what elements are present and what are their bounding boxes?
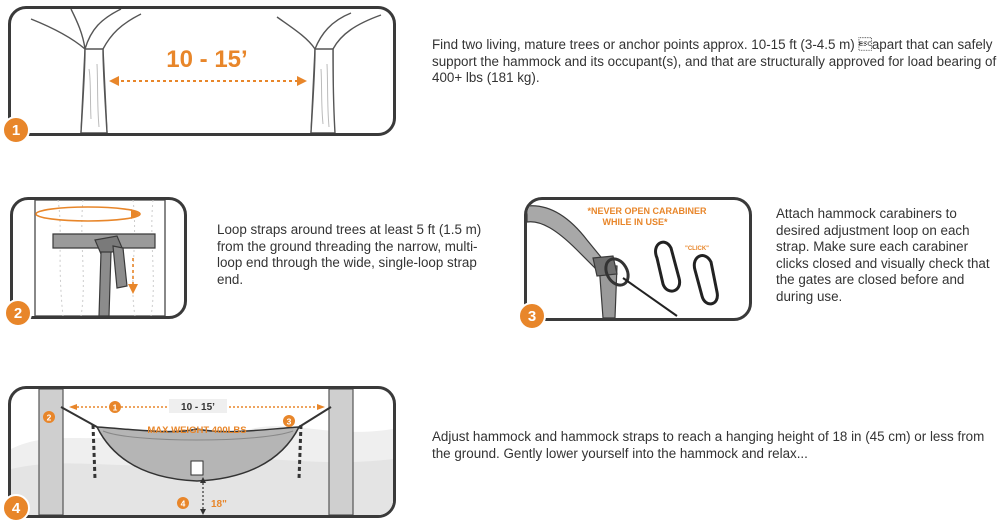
- svg-text:4: 4: [181, 499, 186, 509]
- step-4-badge: 4: [2, 494, 30, 522]
- step-4-illustration: 10 - 15’ MAX WEIGHT 400LBS 18" 1 2 3 4: [8, 386, 396, 518]
- height-label: 18": [211, 499, 227, 510]
- tree-distance-drawing: 10 - 15’: [30, 9, 382, 133]
- attached-carabiner-icon: [604, 257, 678, 317]
- step-3-badge: 3: [518, 302, 546, 330]
- step-1-description: Find two living, mature trees or anchor …: [432, 37, 997, 85]
- step-3-illustration: *NEVER OPEN CARABINER WHILE IN USE* "CLI…: [524, 197, 752, 321]
- strap-lines-icon: [60, 406, 332, 480]
- step-1-illustration: 10 - 15’: [8, 6, 396, 136]
- marker-3: 3: [283, 415, 295, 427]
- strap-loop-drawing: [34, 200, 166, 316]
- carabiner-closed-icon: [654, 240, 682, 293]
- carabiner-drawing: *NEVER OPEN CARABINER WHILE IN USE* "CLI…: [527, 205, 719, 318]
- distance-label: 10 - 15’: [181, 402, 215, 413]
- left-tree-icon: [38, 389, 64, 515]
- right-tree-icon: [328, 389, 354, 515]
- distance-arrow-icon: [109, 76, 307, 86]
- svg-text:1: 1: [113, 403, 118, 413]
- down-arrow-icon: [128, 258, 138, 294]
- click-label: "CLICK": [685, 246, 709, 252]
- marker-2: 2: [43, 411, 55, 423]
- distance-label: 10 - 15’: [166, 46, 247, 73]
- step-4-description: Adjust hammock and hammock straps to rea…: [432, 429, 985, 461]
- step-1-badge: 1: [2, 116, 30, 144]
- step-2-illustration: [10, 197, 187, 319]
- step-2-description: Loop straps around trees at least 5 ft (…: [217, 222, 482, 287]
- max-weight-label: MAX WEIGHT 400LBS: [147, 425, 246, 436]
- hammock-setup-drawing: 10 - 15’ MAX WEIGHT 400LBS 18" 1 2 3 4: [11, 389, 393, 515]
- height-arrow-icon: [200, 477, 206, 515]
- hammock-icon: [95, 426, 301, 482]
- strap-icon: [52, 233, 156, 316]
- marker-1: 1: [109, 401, 121, 413]
- svg-text:3: 3: [287, 417, 292, 427]
- carabiner-click-icon: [692, 254, 719, 306]
- warning-line-2: WHILE IN USE*: [602, 217, 668, 227]
- marker-4: 4: [177, 497, 189, 509]
- left-tree-icon: [30, 9, 142, 133]
- rotation-arrow-icon: [35, 206, 141, 222]
- right-tree-icon: [276, 12, 382, 133]
- warning-line-1: *NEVER OPEN CARABINER: [587, 206, 707, 216]
- svg-text:2: 2: [47, 413, 52, 423]
- step-2-badge: 2: [4, 299, 32, 327]
- step-3-description: Attach hammock carabiners to desired adj…: [776, 206, 990, 304]
